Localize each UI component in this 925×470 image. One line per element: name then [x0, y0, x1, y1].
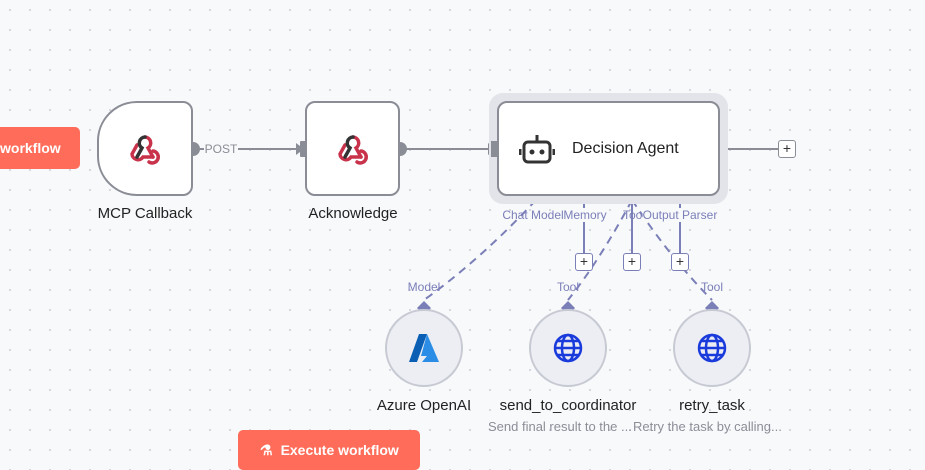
globe-icon — [553, 333, 583, 363]
open-workflow-button[interactable]: workflow — [0, 127, 80, 169]
globe-icon — [697, 333, 727, 363]
handle-label-output-parser: Output Parser — [642, 208, 718, 222]
node-mcp-callback[interactable] — [97, 101, 193, 196]
add-output-parser-button[interactable]: + — [671, 253, 689, 271]
execute-workflow-button[interactable]: ⚗ Execute workflow — [238, 430, 420, 470]
node-label: retry_task — [679, 397, 745, 414]
handle-label-tool: Tool — [623, 208, 643, 222]
node-azure-openai[interactable] — [385, 309, 463, 387]
webhook-icon — [337, 134, 368, 165]
node-label: Acknowledge — [308, 205, 398, 222]
node-label: MCP Callback — [97, 205, 193, 222]
edge-label-post: POST — [204, 142, 238, 156]
robot-icon — [519, 134, 555, 163]
node-subtitle: Send final result to the ... — [488, 419, 632, 434]
node-retry-task[interactable] — [673, 309, 751, 387]
node-label: Azure OpenAI — [376, 397, 472, 414]
handle-label-tool: Tool — [700, 280, 724, 294]
add-memory-button[interactable]: + — [575, 253, 593, 271]
input-handle[interactable] — [300, 141, 306, 157]
handle-label-memory: Memory — [563, 208, 607, 222]
node-subtitle: Retry the task by calling... — [633, 419, 782, 434]
add-node-button[interactable]: + — [778, 140, 796, 158]
node-acknowledge[interactable] — [305, 101, 400, 196]
edge-tool-send — [567, 199, 633, 301]
node-decision-agent[interactable]: Decision Agent — [497, 101, 720, 196]
edge-model — [423, 199, 537, 301]
execute-label: Execute workflow — [280, 442, 399, 458]
webhook-icon — [130, 134, 160, 165]
input-handle[interactable] — [491, 141, 497, 157]
azure-icon — [409, 334, 439, 362]
handle-label-chat-model: Chat Model — [502, 208, 564, 222]
handle-label-model: Model — [407, 280, 441, 294]
add-tool-button[interactable]: + — [623, 253, 641, 271]
flask-icon: ⚗ — [260, 441, 273, 458]
node-label: Decision Agent — [572, 139, 679, 157]
node-label: send_to_coordinator — [499, 397, 637, 414]
node-send-to-coordinator[interactable] — [529, 309, 607, 387]
handle-label-tool: Tool — [556, 280, 580, 294]
edge-tool-retry — [631, 199, 713, 301]
